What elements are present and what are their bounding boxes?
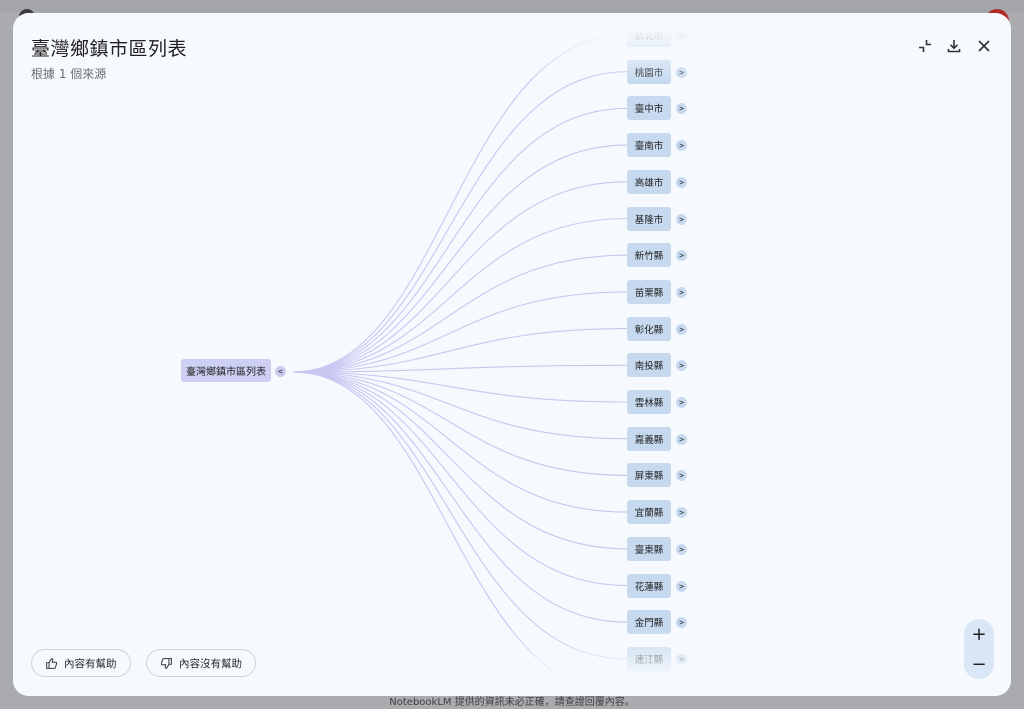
- child-node[interactable]: 桃園市: [627, 59, 671, 84]
- close-icon: [978, 40, 990, 52]
- zoom-controls: + −: [964, 619, 994, 679]
- mindmap-edge: [292, 371, 628, 587]
- mindmap-edge: [292, 371, 628, 403]
- child-expand-toggle[interactable]: >: [676, 176, 687, 188]
- mindmap-edge: [292, 371, 628, 623]
- mindmap-edge: [292, 181, 628, 373]
- child-node[interactable]: 臺南市: [627, 133, 671, 158]
- mindmap-edge: [292, 34, 628, 373]
- child-node[interactable]: 臺中市: [627, 96, 671, 121]
- child-node[interactable]: 連江縣: [627, 646, 671, 671]
- child-expand-toggle[interactable]: >: [676, 543, 687, 555]
- mindmap-edge: [292, 291, 628, 373]
- child-expand-toggle[interactable]: >: [676, 617, 687, 629]
- dialog-title: 臺灣鄉鎮市區列表: [31, 38, 188, 60]
- helpful-label: 內容有幫助: [64, 657, 117, 670]
- not-helpful-button[interactable]: 內容沒有幫助: [146, 649, 256, 677]
- child-node[interactable]: 基隆市: [627, 206, 671, 231]
- helpful-button[interactable]: 內容有幫助: [31, 649, 131, 677]
- mindmap-edge: [292, 217, 628, 373]
- root-collapse-toggle[interactable]: <: [275, 366, 286, 377]
- child-node[interactable]: 彰化縣: [627, 316, 671, 341]
- child-expand-toggle[interactable]: >: [676, 580, 687, 592]
- child-expand-toggle[interactable]: >: [676, 653, 687, 665]
- child-expand-toggle[interactable]: >: [676, 30, 687, 41]
- child-node[interactable]: 金門縣: [627, 610, 671, 635]
- mindmap-edge: [292, 371, 628, 550]
- not-helpful-label: 內容沒有幫助: [179, 657, 242, 670]
- child-expand-toggle[interactable]: >: [676, 250, 687, 262]
- child-expand-toggle[interactable]: >: [676, 66, 687, 78]
- child-expand-toggle[interactable]: >: [676, 360, 687, 372]
- collapse-button[interactable]: [914, 35, 936, 57]
- child-expand-toggle[interactable]: >: [676, 286, 687, 298]
- child-node[interactable]: 苗栗縣: [627, 279, 671, 304]
- child-expand-toggle[interactable]: >: [676, 213, 687, 225]
- mindmap-canvas[interactable]: [13, 13, 1011, 696]
- mindmap-edge: [292, 328, 628, 373]
- mindmap-edge: [292, 107, 628, 373]
- mindmap-edge: [292, 371, 628, 696]
- child-node[interactable]: 屏東縣: [627, 463, 671, 488]
- child-node[interactable]: 雲林縣: [627, 390, 671, 414]
- download-icon: [947, 40, 961, 53]
- download-button[interactable]: [943, 35, 965, 57]
- mindmap-edge: [292, 144, 628, 373]
- child-node[interactable]: 南投縣: [627, 353, 671, 378]
- root-node[interactable]: 臺灣鄉鎮市區列表: [181, 359, 271, 382]
- child-expand-toggle[interactable]: >: [676, 140, 687, 152]
- mindmap-dialog: 臺灣鄉鎮市區列表 < 新北市 > 桃園市 > 臺中市 > 臺南市 > 高雄市 > 基隆市 > 新竹縣 > 苗…: [13, 13, 1011, 696]
- child-node[interactable]: 高雄市: [627, 169, 671, 194]
- zoom-in-button[interactable]: +: [971, 623, 987, 645]
- child-expand-toggle[interactable]: >: [676, 507, 687, 519]
- child-expand-toggle[interactable]: >: [676, 397, 687, 408]
- collapse-icon: [919, 40, 931, 52]
- child-expand-toggle[interactable]: >: [676, 103, 687, 115]
- thumbs-down-icon: [160, 657, 172, 669]
- child-node[interactable]: 嘉義縣: [627, 426, 671, 451]
- mindmap-edge: [292, 254, 628, 373]
- child-expand-toggle[interactable]: >: [676, 433, 687, 445]
- child-expand-toggle[interactable]: >: [676, 323, 687, 335]
- child-node[interactable]: 宜蘭縣: [627, 500, 671, 525]
- mindmap-edge: [292, 71, 628, 373]
- mindmap-edge: [292, 371, 628, 476]
- close-button[interactable]: [973, 35, 995, 57]
- thumbs-up-icon: [46, 657, 58, 669]
- child-node[interactable]: 花蓮縣: [627, 573, 671, 598]
- child-expand-toggle[interactable]: >: [676, 470, 687, 482]
- source-count: 根據 1 個來源: [31, 67, 107, 81]
- mindmap-edge: [292, 364, 628, 373]
- mindmap-edge: [292, 371, 628, 440]
- mindmap-edge: [292, 371, 628, 660]
- child-node[interactable]: 新北市: [627, 23, 671, 47]
- child-node[interactable]: 澎湖縣: [627, 683, 671, 696]
- child-node[interactable]: 新竹縣: [627, 243, 671, 268]
- zoom-out-button[interactable]: −: [971, 653, 987, 675]
- child-node[interactable]: 臺東縣: [627, 536, 671, 561]
- disclaimer-text: NotebookLM 提供的資訊未必正確，請查證回覆內容。: [389, 697, 635, 708]
- mindmap-edge: [292, 371, 628, 513]
- app-backdrop: [0, 0, 1024, 12]
